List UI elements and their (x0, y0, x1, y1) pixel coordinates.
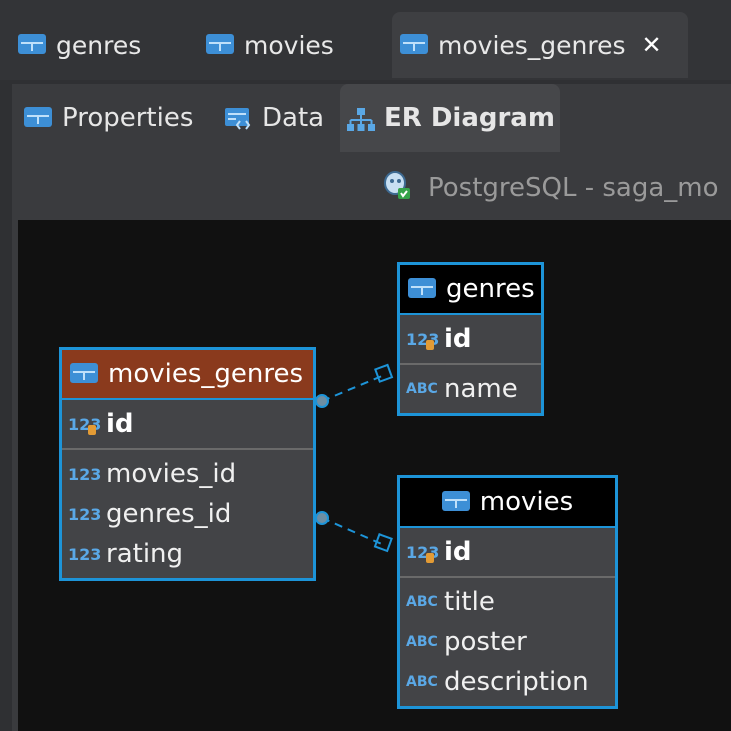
connection-label: PostgreSQL - saga_mo (428, 173, 719, 203)
text-type-icon: ABC (406, 674, 438, 690)
link-movies-genres-to-movies (321, 517, 385, 546)
table-icon (400, 34, 428, 56)
table-icon (441, 491, 470, 513)
link-movies-genres-to-genres (321, 375, 383, 402)
attribute-name: name (444, 374, 518, 404)
entity-title: movies (479, 487, 574, 517)
attribute-name: genres_id (106, 499, 232, 529)
table-icon (70, 363, 98, 385)
text-type-icon: ABC (406, 381, 438, 397)
attribute-row[interactable]: 123 movies_id (62, 454, 313, 494)
tab-properties[interactable]: Properties (24, 84, 193, 152)
tab-label: Data (262, 103, 325, 133)
tab-movies[interactable]: movies (206, 12, 334, 78)
entity-movies[interactable]: movies 123 id ABC title ABC poster ABC d… (397, 475, 618, 709)
postgresql-icon (382, 170, 412, 207)
attribute-row[interactable]: ABC name (400, 369, 541, 409)
tab-genres[interactable]: genres (18, 12, 141, 78)
table-icon (18, 34, 46, 56)
numeric-key-icon: 123 (406, 329, 440, 350)
entity-title: genres (446, 274, 535, 304)
attribute-row[interactable]: 123 rating (62, 534, 313, 574)
link-target-diamond (374, 363, 394, 383)
link-origin-dot (315, 511, 329, 525)
text-type-icon: ABC (406, 594, 438, 610)
primary-key-row[interactable]: 123 id (400, 315, 541, 365)
attribute-row[interactable]: ABC description (400, 662, 615, 702)
attribute-row[interactable]: ABC poster (400, 622, 615, 662)
entity-genres[interactable]: genres 123 id ABC name (397, 262, 544, 416)
entity-header[interactable]: movies_genres (62, 350, 313, 400)
pk-name: id (444, 537, 472, 567)
attribute-row[interactable]: 123 genres_id (62, 494, 313, 534)
table-icon (206, 34, 234, 56)
entity-header[interactable]: movies (400, 478, 615, 528)
close-icon[interactable]: ✕ (641, 31, 662, 59)
tab-label: movies (244, 30, 334, 60)
attribute-name: movies_id (106, 459, 237, 489)
table-icon (24, 107, 52, 129)
primary-key-row[interactable]: 123 id (400, 528, 615, 578)
entity-movies-genres[interactable]: movies_genres 123 id 123 movies_id 123 g… (59, 347, 316, 581)
attribute-row[interactable]: ABC title (400, 582, 615, 622)
connection-bar[interactable]: PostgreSQL - saga_mo (370, 158, 731, 218)
sub-tab-bar: Properties Data ER Diagram (12, 84, 731, 152)
entity-header[interactable]: genres (400, 265, 541, 315)
attribute-name: rating (106, 539, 184, 569)
tab-er-diagram[interactable]: ER Diagram (340, 84, 560, 152)
tab-label: ER Diagram (384, 103, 555, 133)
primary-key-row[interactable]: 123 id (62, 400, 313, 450)
numeric-type-icon: 123 (68, 464, 102, 484)
tab-data[interactable]: Data (224, 84, 324, 152)
attribute-name: poster (444, 627, 527, 657)
attribute-name: title (444, 587, 495, 617)
tab-label: genres (56, 30, 142, 60)
numeric-key-icon: 123 (406, 542, 440, 563)
pk-name: id (444, 324, 472, 354)
entity-title: movies_genres (108, 359, 304, 389)
link-target-diamond (373, 533, 393, 553)
tab-label: Properties (62, 103, 194, 133)
data-grid-icon (224, 107, 252, 130)
numeric-type-icon: 123 (68, 504, 102, 524)
link-origin-dot (315, 394, 329, 408)
numeric-type-icon: 123 (68, 544, 102, 564)
attribute-name: description (444, 667, 589, 697)
editor-tab-bar: genres movies movies_genres ✕ (0, 0, 731, 80)
table-icon (408, 278, 436, 300)
tab-label: movies_genres (438, 30, 626, 60)
tab-movies-genres[interactable]: movies_genres ✕ (392, 12, 688, 78)
text-type-icon: ABC (406, 634, 438, 650)
numeric-key-icon: 123 (68, 414, 102, 435)
hierarchy-icon (346, 107, 375, 131)
pk-name: id (106, 409, 134, 439)
